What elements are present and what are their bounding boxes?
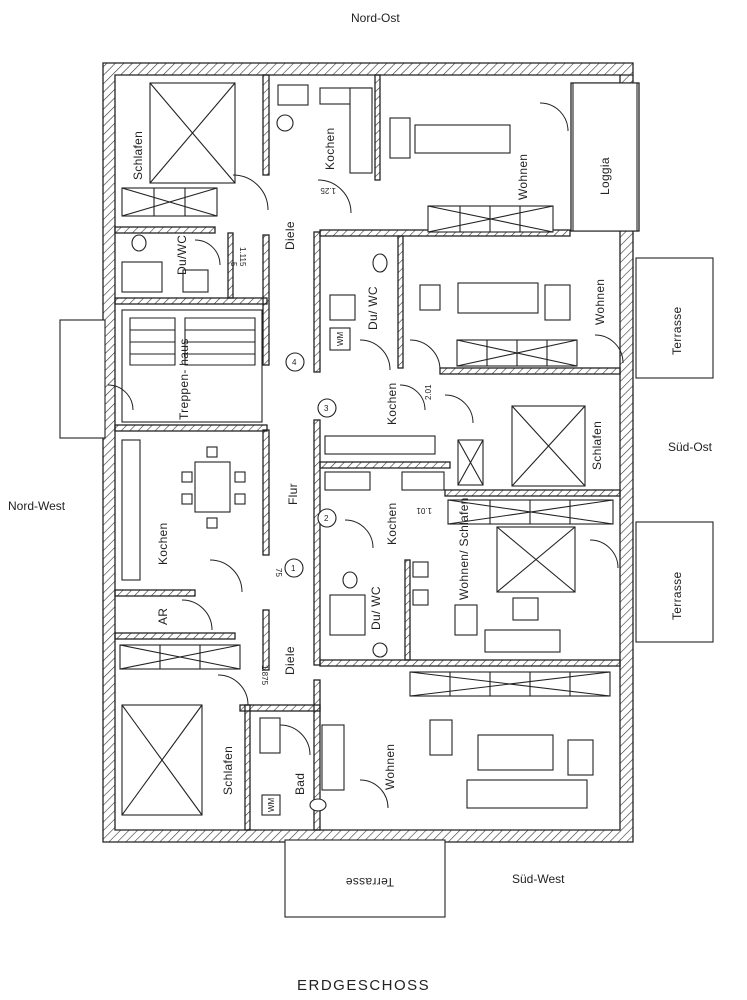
- room-du-wc-middle: Du/ WC: [366, 286, 380, 330]
- dimension-labels: 1.25 1.115 2.01 1.01 75 1.875 5: [229, 186, 433, 686]
- dim-1115: 1.115: [238, 247, 247, 267]
- room-du-wc-lower: Du/ WC: [369, 586, 383, 630]
- dim-1875: 1.875: [260, 665, 269, 686]
- label-wm-1: WM: [336, 331, 345, 346]
- direction-north-west: Nord-West: [8, 499, 66, 513]
- room-kochen-middle: Kochen: [385, 383, 399, 426]
- room-du-wc-top-left: Du/WC: [175, 235, 189, 275]
- room-wohnen-middle-right: Wohnen: [593, 279, 607, 325]
- room-kochen-top: Kochen: [323, 128, 337, 171]
- bath-fixtures: [121, 84, 388, 816]
- terrace-right-upper: [635, 257, 714, 379]
- beds: [121, 82, 586, 816]
- furniture: [181, 117, 594, 809]
- label-terrace-right-lower: Terrasse: [670, 572, 684, 620]
- room-loggia: Loggia: [598, 157, 612, 195]
- marker-2: 2: [324, 514, 329, 523]
- door-swings: [107, 102, 624, 809]
- direction-south-east: Süd-Ost: [668, 440, 713, 454]
- dim-5: 5: [229, 262, 238, 267]
- room-schlafen-middle-right: Schlafen: [590, 421, 604, 470]
- room-labels: Schlafen Kochen Wohnen Loggia Du/WC Diel…: [131, 128, 612, 813]
- terrace-right-lower: [635, 521, 714, 643]
- room-bad: Bad: [293, 773, 307, 795]
- dim-101: 1.01: [416, 506, 432, 515]
- terrace-bottom: [284, 839, 446, 918]
- room-wohnen-top-right: Wohnen: [516, 154, 530, 200]
- wardrobe-units: [119, 187, 614, 697]
- label-terrace-bottom: Terrasse: [346, 875, 394, 889]
- label-terrace-right-upper: Terrasse: [670, 307, 684, 355]
- loggia-box: [572, 82, 638, 232]
- room-ar: AR: [156, 608, 170, 625]
- room-wohnen-schlafen: Wohnen/ Schlafen: [457, 497, 471, 600]
- marker-1: 1: [291, 564, 296, 573]
- room-kochen-lower-middle: Kochen: [385, 503, 399, 546]
- staircase: [121, 309, 263, 423]
- marker-3: 3: [324, 404, 329, 413]
- room-kochen-left: Kochen: [156, 523, 170, 566]
- entrance-block: [59, 319, 106, 439]
- floor-title: ERDGESCHOSS: [297, 977, 430, 994]
- room-schlafen-bottom-left: Schlafen: [221, 746, 235, 795]
- direction-south-west: Süd-West: [512, 872, 565, 886]
- room-treppenhaus: Treppen- haus: [177, 338, 191, 420]
- room-wohnen-bottom: Wohnen: [383, 744, 397, 790]
- room-schlafen-top-left: Schlafen: [131, 131, 145, 180]
- interior-walls: [114, 74, 621, 831]
- room-flur: Flur: [286, 483, 300, 505]
- room-diele-top: Diele: [283, 221, 297, 250]
- direction-north-east: Nord-Ost: [351, 11, 400, 25]
- room-diele-bottom: Diele: [283, 646, 297, 675]
- dim-125: 1.25: [320, 186, 336, 195]
- marker-4: 4: [292, 358, 297, 367]
- dim-201: 2.01: [424, 384, 433, 400]
- dim-75: 75: [274, 568, 283, 577]
- apartment-markers: 1 2 3 4: [284, 352, 337, 578]
- kitchen-counters: [121, 87, 445, 581]
- label-wm-2: WM: [267, 797, 276, 812]
